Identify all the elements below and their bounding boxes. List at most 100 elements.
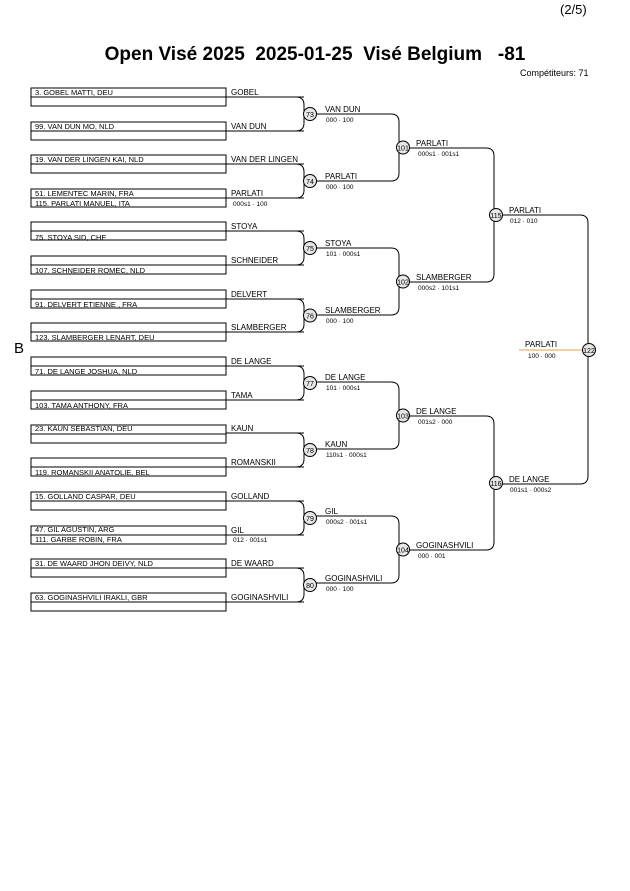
round1-connector (295, 230, 305, 266)
competitor-name: ROMANSKII (231, 458, 276, 467)
match-number-badge-circle (396, 408, 410, 423)
competitor-name: SLAMBERGER (231, 323, 287, 332)
round2-winner-name: PARLATI (416, 139, 448, 148)
competitor-name: STOYA (231, 222, 258, 231)
final-score: 100 · 000 (528, 353, 556, 360)
entry-seed-label: 51. LEMENTEC MARIN, FRA (35, 189, 134, 198)
round2-score: 001s2 · 000 (418, 419, 453, 426)
entry-seed-label: 47. GIL AGUSTIN, ARG (35, 525, 114, 534)
match-number-badge-number: 101 (397, 146, 409, 153)
round1-connector (295, 567, 305, 603)
final-winner-name: PARLATI (525, 340, 557, 349)
entry-seed-label: 71. DE LANGE JOSHUA, NLD (35, 367, 138, 376)
round1-connector (295, 163, 305, 199)
round1-winner-name: STOYA (325, 239, 352, 248)
round1-winner-name: GOGINASHVILI (325, 574, 382, 583)
match-number-badge-circle (303, 511, 317, 525)
round2-score: 000s2 · 101s1 (418, 285, 460, 292)
round1-connector (295, 432, 305, 468)
match-number-badge-circle (303, 308, 317, 323)
entry-seed-label: 3. GOBEL MATTI, DEU (35, 88, 113, 97)
match-number-badge-circle (303, 443, 317, 457)
competitor-name: SCHNEIDER (231, 256, 278, 265)
match-number-badge-number: 78 (306, 448, 314, 455)
entry-seed-label: 31. DE WAARD JHON DEIVY, NLD (35, 559, 154, 568)
entry-seed-label: 107. SCHNEIDER ROMEC, NLD (35, 266, 146, 275)
match-number-badge-number: 116 (490, 481, 501, 488)
match-number-badge-number: 76 (306, 314, 314, 321)
prelim-score: 000s1 · 100 (233, 201, 268, 208)
match-number-badge-circle (303, 376, 317, 390)
match-number-badge-circle (303, 107, 317, 121)
round1-connector (295, 365, 305, 401)
entry-seed-label: 103. TAMA ANTHONY, FRA (35, 401, 128, 410)
prelim-competitor-label: 115. PARLATI MANUEL, ITA (35, 199, 130, 208)
pool-label: B (14, 340, 25, 357)
match-number-badge-number: 103 (397, 414, 409, 421)
round3-winner-name: PARLATI (509, 206, 541, 215)
entry-seed-label: 15. GOLLAND CASPAR, DEU (35, 492, 136, 501)
round1-winner-name: VAN DUN (325, 105, 361, 114)
round2-score: 000s1 · 001s1 (418, 151, 460, 158)
match-number-badge-number: 75 (306, 246, 314, 253)
round1-winner-name: PARLATI (325, 172, 357, 181)
prelim-score: 012 · 001s1 (233, 537, 268, 544)
entry-seed-label: 123. SLAMBERGER LENART, DEU (35, 333, 155, 342)
match-number-badge-circle (303, 578, 317, 592)
competitor-name: DE WAARD (231, 559, 274, 568)
round1-score: 000 · 100 (326, 184, 354, 191)
match-number-badge-circle (396, 274, 410, 289)
round2-winner-name: DE LANGE (416, 407, 456, 416)
match-number-badge-circle (396, 140, 410, 155)
competitor-name: TAMA (231, 391, 253, 400)
match-number-badge-circle (303, 174, 317, 188)
round2-winner-name: SLAMBERGER (416, 273, 472, 282)
entry-seed-label: 91. DELVERT ETIENNE , FRA (35, 300, 137, 309)
entry-seed-label: 119. ROMANSKII ANATOLIE, BEL (35, 468, 150, 477)
round3-score: 001s1 · 000s2 (510, 487, 552, 494)
round1-score: 101 · 000s1 (326, 385, 361, 392)
round1-winner-name: DE LANGE (325, 373, 365, 382)
match-number-badge-number: 104 (397, 548, 409, 555)
match-number-badge-circle (396, 542, 410, 557)
competitor-name: KAUN (231, 424, 253, 433)
round1-winner-name: SLAMBERGER (325, 306, 381, 315)
match-number-badge-number: 122 (583, 348, 595, 355)
competitor-name: DE LANGE (231, 357, 271, 366)
match-number-badge-number: 74 (306, 179, 314, 186)
round2-score: 000 · 001 (418, 553, 446, 560)
competitor-name: GOLLAND (231, 492, 269, 501)
round1-connector (295, 500, 305, 536)
round1-connector (295, 96, 305, 132)
round1-winner-name: KAUN (325, 440, 347, 449)
competitor-name: VAN DER LINGEN (231, 155, 298, 164)
competitor-name: PARLATI (231, 189, 263, 198)
match-number-badge-circle (489, 208, 503, 222)
match-number-badge-number: 73 (306, 112, 314, 119)
match-number-badge-circle (303, 241, 317, 255)
competitor-name: GOGINASHVILI (231, 593, 288, 602)
page-title: Open Visé 2025 2025-01-25 Visé Belgium -… (104, 44, 526, 65)
competitor-name: VAN DUN (231, 122, 267, 131)
entry-seed-label: 99. VAN DUN MO, NLD (35, 122, 115, 131)
match-number-badge-circle (489, 476, 503, 490)
competitor-name: GOBEL (231, 88, 259, 97)
entry-seed-label: 23. KAUN SEBASTIAN, DEU (35, 424, 133, 433)
round1-connector (295, 298, 305, 333)
round1-score: 110s1 · 000s1 (326, 452, 367, 459)
match-number-badge-number: 79 (306, 516, 314, 523)
match-number-badge-number: 102 (397, 280, 409, 287)
round3-winner-name: DE LANGE (509, 475, 549, 484)
round1-score: 000s2 · 001s1 (326, 519, 368, 526)
match-number-badge-number: 115 (490, 213, 501, 220)
round2-winner-name: GOGINASHVILI (416, 541, 473, 550)
round1-score: 000 · 100 (326, 586, 354, 593)
competitor-count: Compétiteurs: 71 (520, 68, 589, 78)
competitor-name: GIL (231, 526, 244, 535)
round3-score: 012 · 010 (510, 218, 538, 225)
match-number-badge-number: 80 (306, 583, 314, 590)
match-number-badge-circle (582, 343, 596, 357)
round1-score: 101 · 000s1 (326, 251, 361, 258)
page-indicator: (2/5) (560, 2, 587, 17)
